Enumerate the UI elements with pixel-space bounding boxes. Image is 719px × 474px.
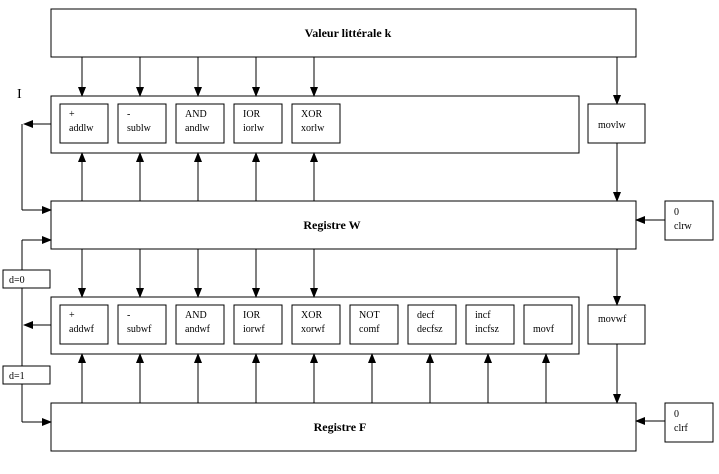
f-op-addwf: + addwf xyxy=(59,304,109,345)
f-op-symbol: decf xyxy=(417,310,435,321)
f-op-name: subwf xyxy=(127,324,152,335)
w-op-name: sublw xyxy=(127,123,152,134)
clrw-label: clrw xyxy=(674,221,693,232)
f-op-symbol: IOR xyxy=(243,310,261,321)
w-op-sublw: - sublw xyxy=(117,103,167,144)
register-f-label: Registre F xyxy=(314,420,367,434)
w-op-symbol: IOR xyxy=(243,109,261,120)
f-op-andwf: AND andwf xyxy=(175,304,225,345)
f-op-comf: NOT comf xyxy=(349,304,399,345)
f-op-xorwf: XOR xorwf xyxy=(291,304,341,345)
w-op-iorlw: IOR iorlw xyxy=(233,103,283,144)
connections xyxy=(21,57,665,426)
register-w-label: Registre W xyxy=(303,218,360,232)
f-op-symbol: NOT xyxy=(359,310,380,321)
f-op-name: addwf xyxy=(69,324,95,335)
operation-arrows xyxy=(78,57,550,403)
w-op-xorlw: XOR xorlw xyxy=(291,103,341,144)
literal-value-block: Valeur littérale k xyxy=(50,8,637,58)
f-op-subwf: - subwf xyxy=(117,304,167,345)
d1-label: d=1 xyxy=(9,371,25,382)
f-op-movf: movf xyxy=(523,304,573,345)
f-op-name: comf xyxy=(359,324,380,335)
f-op-symbol: incf xyxy=(475,310,491,321)
movwf-box: movwf xyxy=(587,304,646,345)
f-operations: + addwf - subwf AND andwf IOR iorwf XOR xorwf NOT c… xyxy=(59,304,573,345)
clrf-box: 0 clrf xyxy=(664,402,714,443)
movlw-label: movlw xyxy=(598,120,627,131)
w-op-addlw: + addlw xyxy=(59,103,109,144)
cursor-mark: I xyxy=(17,87,22,102)
d1-label-box: d=1 xyxy=(2,365,51,385)
f-op-symbol: + xyxy=(69,310,75,321)
f-op-incfsz: incf incfsz xyxy=(465,304,515,345)
literal-value-label: Valeur littérale k xyxy=(305,26,392,40)
w-op-symbol: + xyxy=(69,109,75,120)
f-op-name: incfsz xyxy=(475,324,499,335)
f-op-symbol: - xyxy=(127,310,130,321)
movwf-label: movwf xyxy=(598,314,627,325)
w-op-symbol: AND xyxy=(185,109,207,120)
w-op-name: xorlw xyxy=(301,123,325,134)
f-op-name: andwf xyxy=(185,324,211,335)
d0-label-box: d=0 xyxy=(2,269,51,289)
w-operations: + addlw - sublw AND andlw IOR iorlw XOR xorlw xyxy=(59,103,341,144)
f-op-iorwf: IOR iorwf xyxy=(233,304,283,345)
d0-label: d=0 xyxy=(9,275,25,286)
register-w-block: Registre W xyxy=(50,200,637,250)
f-op-symbol: XOR xyxy=(301,310,322,321)
clrf-symbol: 0 xyxy=(674,409,679,420)
clrw-symbol: 0 xyxy=(674,207,679,218)
f-op-name: xorwf xyxy=(301,324,326,335)
w-op-symbol: - xyxy=(127,109,130,120)
clrf-label: clrf xyxy=(674,423,689,434)
f-op-name: movf xyxy=(533,324,555,335)
f-op-symbol: AND xyxy=(185,310,207,321)
movlw-box: movlw xyxy=(587,103,646,144)
register-f-block: Registre F xyxy=(50,402,637,452)
f-op-name: decfsz xyxy=(417,324,443,335)
clrw-box: 0 clrw xyxy=(664,200,714,241)
w-op-name: iorlw xyxy=(243,123,265,134)
w-op-name: andlw xyxy=(185,123,210,134)
w-op-symbol: XOR xyxy=(301,109,322,120)
f-op-decfsz: decf decfsz xyxy=(407,304,457,345)
w-op-name: addlw xyxy=(69,123,94,134)
f-op-name: iorwf xyxy=(243,324,265,335)
w-op-andlw: AND andlw xyxy=(175,103,225,144)
